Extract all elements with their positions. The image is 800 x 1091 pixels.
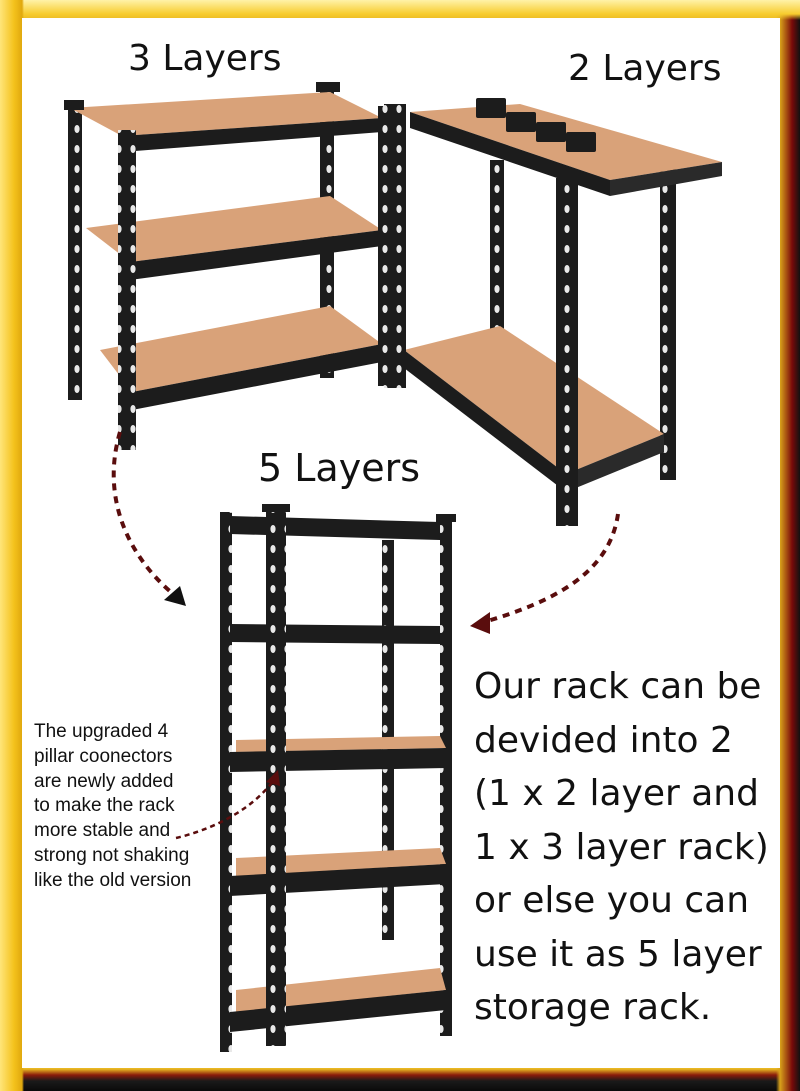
arrow-head-icon — [266, 770, 280, 786]
shelf-board — [236, 968, 446, 1012]
pillar-connector — [506, 112, 536, 132]
note-line: The upgraded 4 — [34, 721, 169, 742]
note-line: pillar coonectors — [34, 745, 173, 767]
description-line: (1 x 2 layer and — [474, 773, 759, 814]
dashed-arrow-connector — [175, 779, 275, 840]
shelf-board — [86, 196, 382, 262]
dashed-arrow-left — [111, 431, 180, 600]
shelf-board — [236, 736, 446, 752]
five-layer-rack-image — [220, 504, 456, 1052]
shelf-beam — [130, 230, 382, 280]
pillar-connector — [476, 98, 506, 118]
shelf-beam — [230, 516, 440, 540]
description-line: use it as 5 layer — [474, 933, 762, 975]
post-cap — [262, 504, 290, 512]
description-line: devided into 2 — [474, 719, 733, 761]
rack-post — [384, 104, 406, 388]
rack-post — [220, 512, 232, 1052]
connector-note: The upgraded 4 pillar coonectors are new… — [34, 720, 224, 894]
five-layers-label: 5 Layers — [258, 446, 421, 490]
shelf-beam — [566, 434, 664, 492]
three-layer-rack-image — [64, 82, 396, 450]
two-layers-label: 2 Layers — [568, 48, 722, 89]
shelf-beam — [132, 344, 382, 410]
rack-post — [440, 516, 452, 1036]
note-line: are newly added — [34, 770, 174, 792]
note-line: strong not shaking — [34, 844, 190, 866]
rack-post — [490, 160, 504, 360]
shelf-board — [100, 306, 382, 392]
description-text: Our rack can be devided into 2 (1 x 2 la… — [474, 660, 784, 1035]
dashed-arrow-right — [483, 513, 620, 624]
note-line: like the old version — [34, 869, 192, 891]
three-layers-label: 3 Layers — [128, 38, 282, 79]
description-line: storage rack. — [474, 987, 712, 1028]
shelf-beam — [410, 112, 610, 196]
post-cap — [316, 82, 340, 92]
shelf-beam — [404, 350, 566, 492]
rack-post — [556, 178, 578, 526]
shelf-board — [236, 848, 446, 876]
description-line: or else you can — [474, 880, 750, 921]
note-line: more stable and — [34, 820, 171, 842]
post-cap — [64, 100, 84, 110]
shelf-beam — [230, 624, 440, 644]
arrow-head-icon — [470, 612, 490, 634]
description-line: Our rack can be — [474, 666, 762, 707]
pillar-connector — [536, 122, 566, 142]
two-layer-rack-image — [384, 98, 722, 526]
rack-post — [68, 100, 82, 400]
description-line: 1 x 3 layer rack) — [474, 826, 769, 868]
arrow-head-icon — [164, 586, 186, 606]
pillar-connector — [566, 132, 596, 152]
shelf-board — [70, 92, 382, 136]
rack-post — [660, 160, 676, 480]
rack-post — [118, 130, 136, 450]
shelf-beam — [230, 748, 446, 772]
shelf-beam — [610, 162, 722, 196]
note-line: to make the rack — [34, 795, 175, 817]
post-cap — [436, 514, 456, 522]
shelf-beam — [122, 118, 382, 152]
shelf-board — [404, 326, 664, 474]
